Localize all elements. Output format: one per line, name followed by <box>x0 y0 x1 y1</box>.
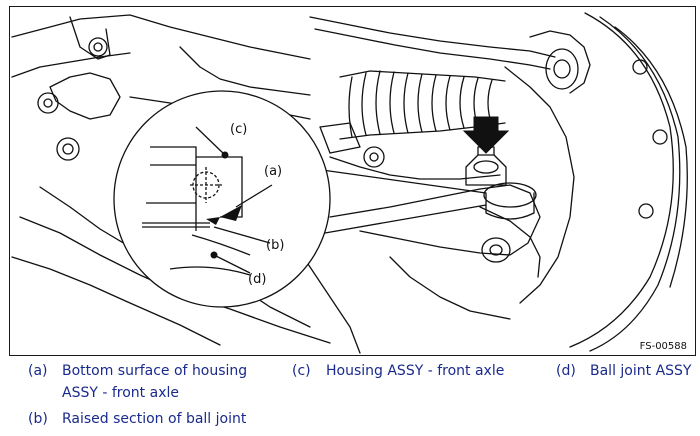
upper-rod <box>309 16 556 58</box>
target-arrow <box>462 116 510 154</box>
detail-circle: (c) (a) (b) (d) <box>113 90 331 308</box>
ball-joint-housing <box>483 182 537 208</box>
legend-tag-a: (a) <box>28 363 48 379</box>
brake-disc-outer <box>569 12 674 348</box>
pointer-a <box>220 205 242 221</box>
legend-tag-d: (d) <box>556 363 576 379</box>
legend-item-c: (c) Housing ASSY - front axle <box>292 360 522 382</box>
ball-joint-nut <box>465 154 507 186</box>
callout-d: (d) <box>248 272 266 287</box>
lower-arm-bushing <box>481 237 511 263</box>
leader-c <box>195 126 226 156</box>
magnifier-leader <box>314 168 487 234</box>
suspension-drawing: (c) (a) (b) (d) <box>11 12 688 354</box>
legend-item-a: (a) Bottom surface of housing ASSY - fro… <box>28 360 268 404</box>
tie-rod-end <box>545 48 579 90</box>
lower-arm <box>329 184 541 256</box>
diagram-figure: (c) (a) (b) (d) FS-00588 <box>9 6 696 356</box>
legend-text-a: Bottom surface of housing <box>62 363 248 379</box>
leader-d <box>213 254 251 274</box>
legend-item-b: (b) Raised section of ball joint <box>28 408 288 430</box>
knuckle-outline <box>504 66 575 304</box>
upper-frame-edge <box>11 14 311 60</box>
leader-a <box>235 184 273 208</box>
legend-tag-c: (c) <box>292 363 311 379</box>
callout-a: (a) <box>264 164 282 179</box>
bolt-upper-left <box>88 37 108 57</box>
bracket-left <box>69 16 111 60</box>
callout-c: (c) <box>230 122 247 137</box>
legend-text-b: Raised section of ball joint <box>62 411 247 427</box>
legend-item-d: (d) Ball joint ASSY <box>556 360 696 382</box>
leader-b <box>213 226 271 244</box>
legend-text-c: Housing ASSY - front axle <box>326 363 505 379</box>
mount-left <box>49 72 121 120</box>
figure-code: FS-00588 <box>639 341 687 352</box>
callout-b: (b) <box>266 238 284 253</box>
legend-tag-b: (b) <box>28 411 48 427</box>
legend-text-a-cont: ASSY - front axle <box>62 385 179 401</box>
legend-text-d: Ball joint ASSY <box>590 363 692 379</box>
